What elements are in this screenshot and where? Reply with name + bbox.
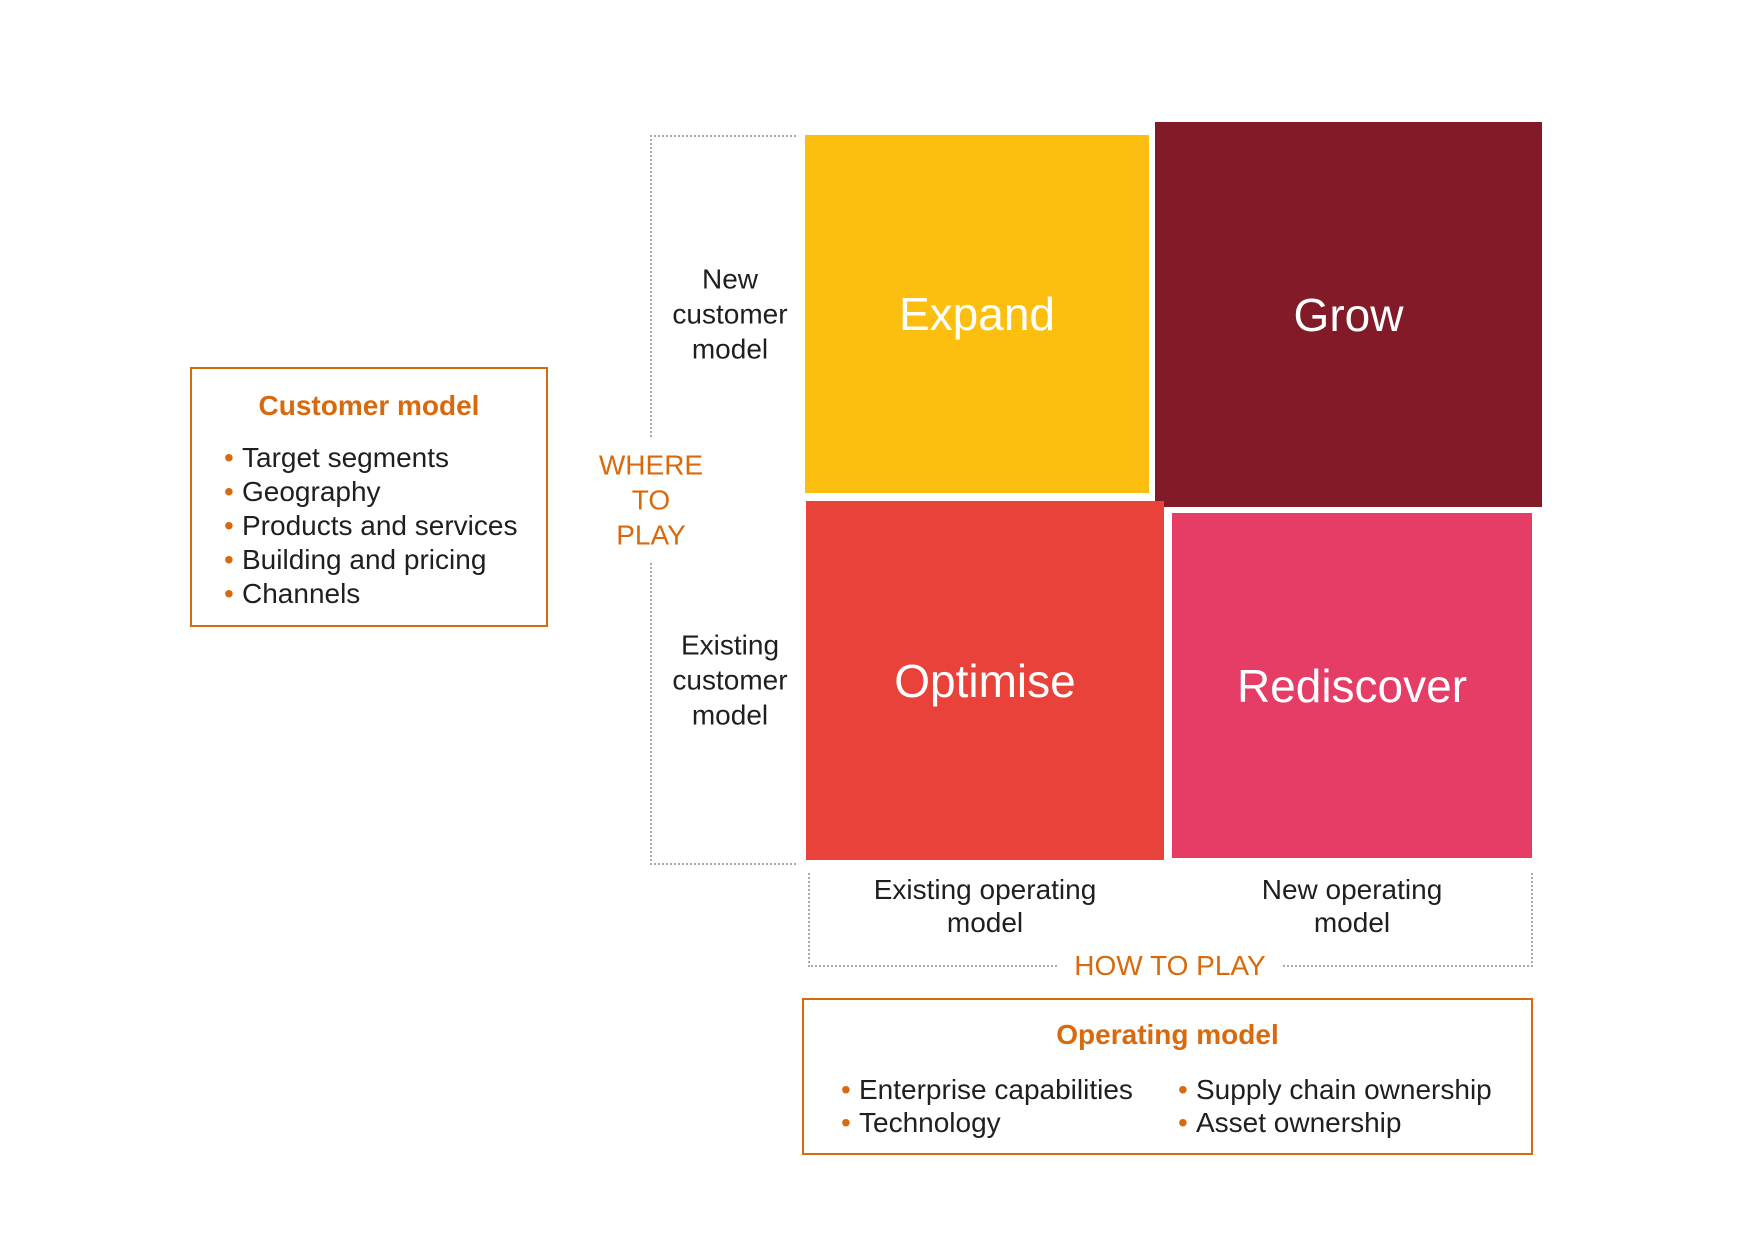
bullet-enterprise-capabilities: Enterprise capabilities <box>841 1073 1178 1106</box>
bullet-technology: Technology <box>841 1106 1178 1139</box>
x-axis-label-line: New operating <box>1261 874 1443 905</box>
customer-model-bullet-list: Target segments Geography Products and s… <box>192 441 546 611</box>
operating-model-column-1: Enterprise capabilities Technology <box>841 1073 1178 1139</box>
operating-model-column-2: Supply chain ownership Asset ownership <box>1178 1073 1492 1139</box>
operating-model-bullet-list: Enterprise capabilities Technology Suppl… <box>804 1073 1531 1139</box>
bullet-target-segments: Target segments <box>224 441 546 475</box>
customer-model-title: Customer model <box>258 390 480 421</box>
customer-model-box: Customer model Target segments Geography… <box>190 367 548 627</box>
quadrant-expand-label: Expand <box>898 288 1055 340</box>
x-axis-label-line: model <box>946 907 1024 938</box>
bullet-geography: Geography <box>224 475 546 509</box>
quadrant-optimise: Optimise <box>806 501 1164 860</box>
x-axis-label-line: Existing operating <box>873 874 1097 905</box>
y-axis-label-new-customer-model: New customer model <box>672 262 787 367</box>
quadrant-optimise-label: Optimise <box>894 654 1076 707</box>
y-axis-label-line: model <box>691 333 769 365</box>
x-axis-label-line: model <box>1313 907 1391 938</box>
y-axis-title-line: PLAY <box>616 519 686 551</box>
y-axis-label-line: customer <box>672 664 788 696</box>
quadrant-grow: Grow <box>1155 122 1542 507</box>
operating-model-box: Operating model Enterprise capabilities … <box>802 998 1533 1155</box>
y-axis-title-line: WHERE <box>598 449 704 481</box>
bullet-products-and-services: Products and services <box>224 509 546 543</box>
bullet-channels: Channels <box>224 577 546 611</box>
y-axis-label-line: New <box>701 263 758 295</box>
y-axis-label-line: Existing <box>680 629 780 661</box>
y-axis-title-line: TO <box>631 484 671 516</box>
x-axis-title-how-to-play: HOW TO PLAY <box>1058 950 1282 982</box>
bullet-building-and-pricing: Building and pricing <box>224 543 546 577</box>
y-axis-title-where-to-play: WHERE TO PLAY <box>592 437 710 563</box>
quadrant-expand: Expand <box>805 135 1149 493</box>
quadrant-rediscover-label: Rediscover <box>1236 659 1468 712</box>
x-axis-label-existing-operating-model: Existing operating model <box>874 873 1097 939</box>
y-axis-label-line: model <box>691 699 769 731</box>
y-axis-label-existing-customer-model: Existing customer model <box>672 628 787 733</box>
bullet-asset-ownership: Asset ownership <box>1178 1106 1492 1139</box>
quadrant-grow-label: Grow <box>1293 288 1404 341</box>
operating-model-title: Operating model <box>1056 1019 1279 1050</box>
quadrant-rediscover: Rediscover <box>1172 513 1532 858</box>
x-axis-label-new-operating-model: New operating model <box>1262 873 1443 939</box>
y-axis-label-line: customer <box>672 298 788 330</box>
bullet-supply-chain-ownership: Supply chain ownership <box>1178 1073 1492 1106</box>
